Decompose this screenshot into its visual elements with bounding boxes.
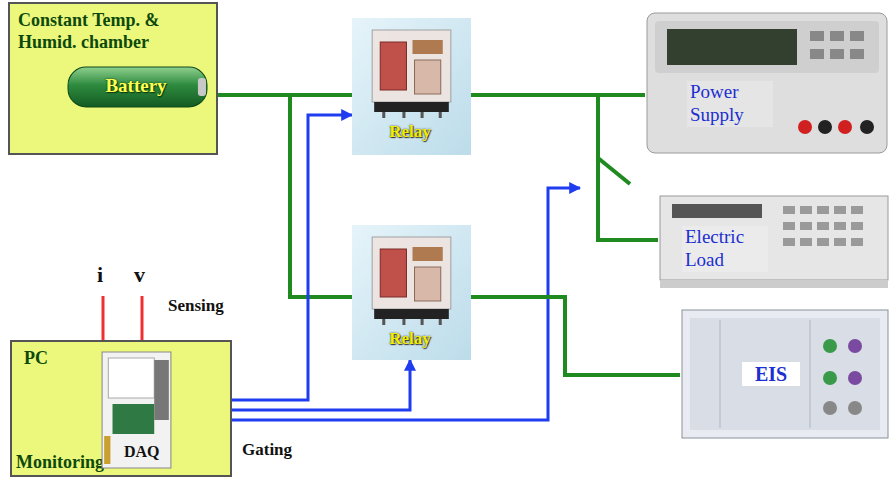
- sensing-label: Sensing: [168, 296, 224, 316]
- device-box: Battery: [67, 66, 208, 108]
- gating-label: Gating: [242, 440, 292, 460]
- device-box: Electric Load: [658, 188, 890, 292]
- device-label: Power Supply: [687, 81, 773, 127]
- device-label: Constant Temp. & Humid. chamber: [18, 10, 194, 53]
- device-box: Relay: [352, 225, 471, 360]
- device-box: EIS: [680, 308, 890, 440]
- switch-blade: [598, 158, 630, 184]
- device-label: Battery: [67, 75, 205, 98]
- device-label: Relay: [352, 329, 468, 349]
- power-picture: [645, 5, 890, 155]
- device-label: Electric Load: [682, 226, 768, 272]
- device-box: Constant Temp. & Humid. chamberBattery: [8, 2, 218, 155]
- signal-name: i: [97, 262, 103, 288]
- power-wire: [471, 95, 658, 240]
- device-box: Power Supply: [645, 5, 890, 155]
- signal-name: v: [134, 262, 145, 288]
- device-label: Relay: [352, 122, 468, 142]
- power-wire: [471, 297, 680, 375]
- device-label: DAQ: [122, 442, 170, 461]
- device-box: Relay: [352, 18, 471, 155]
- device-label: PC: [24, 348, 64, 370]
- device-box: PC Monitoring DAQ: [10, 340, 232, 477]
- power-wire: [218, 95, 352, 297]
- device-box: DAQ: [100, 350, 173, 470]
- device-label: Monitoring: [16, 452, 106, 474]
- device-label: EIS: [742, 362, 800, 386]
